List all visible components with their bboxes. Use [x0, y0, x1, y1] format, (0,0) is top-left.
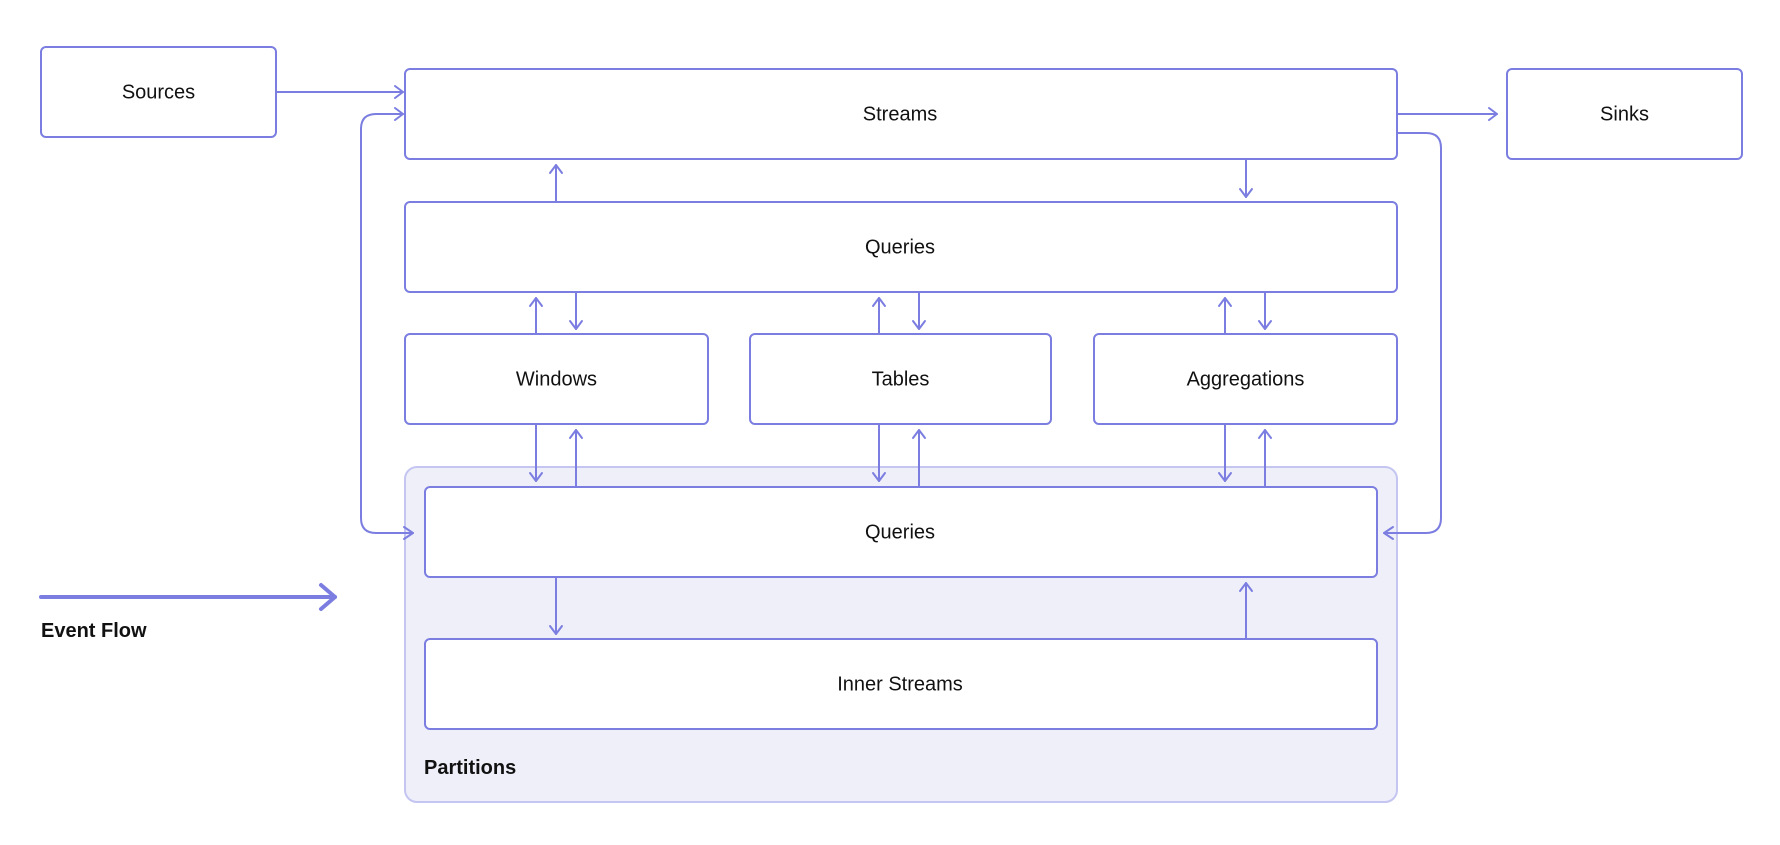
queries-top-node: Queries [404, 201, 1398, 293]
arrow-windows-to-partition-queries [529, 423, 543, 482]
arrow-streams-to-partition [1383, 132, 1442, 540]
windows-node: Windows [404, 333, 709, 425]
event-flow-label: Event Flow [41, 620, 147, 642]
sources-label: Sources [122, 81, 195, 103]
queries-partition-label: Queries [865, 521, 935, 543]
streams-node: Streams [404, 68, 1398, 160]
queries-top-label: Queries [865, 236, 935, 258]
aggregations-node: Aggregations [1093, 333, 1398, 425]
event-flow-legend: Event Flow [39, 583, 337, 642]
arrow-queries-to-tables [912, 291, 926, 330]
aggregations-label: Aggregations [1187, 368, 1305, 390]
tables-label: Tables [872, 368, 930, 390]
arrow-aggregations-to-partition-queries [1218, 423, 1232, 482]
arrow-partition-queries-to-aggregations [1258, 429, 1272, 488]
queries-partition-node: Queries [424, 486, 1378, 578]
arrow-queries-to-aggregations [1258, 291, 1272, 330]
arrow-aggregations-to-queries [1218, 297, 1232, 335]
arrow-partition-queries-to-tables [912, 429, 926, 488]
arrow-streams-to-sinks [1396, 107, 1498, 121]
inner-streams-node: Inner Streams [424, 638, 1378, 730]
sinks-label: Sinks [1600, 103, 1649, 125]
sinks-node: Sinks [1506, 68, 1743, 160]
arrow-partition-to-streams [360, 107, 414, 540]
inner-streams-box [424, 638, 1378, 730]
queries-partition-box [424, 486, 1378, 578]
windows-label: Windows [516, 368, 597, 390]
sources-node: Sources [40, 46, 277, 138]
arrow-tables-to-queries [872, 297, 886, 335]
partitions-label: Partitions [424, 757, 516, 779]
tables-node: Tables [749, 333, 1052, 425]
arrow-partition-queries-to-windows [569, 429, 583, 488]
arrow-sources-to-streams [275, 85, 404, 99]
tables-box [749, 333, 1052, 425]
arrow-streams-to-queries [1239, 158, 1253, 198]
sinks-box [1506, 68, 1743, 160]
arrow-queries-to-windows [569, 291, 583, 330]
windows-box [404, 333, 709, 425]
streams-label: Streams [863, 103, 937, 125]
arrow-queries-to-streams [549, 164, 563, 203]
aggregations-box [1093, 333, 1398, 425]
arrow-tables-to-partition-queries [872, 423, 886, 482]
arrow-windows-to-queries [529, 297, 543, 335]
queries-top-box [404, 201, 1398, 293]
arrow-queries-to-inner-streams [549, 576, 563, 635]
arrow-inner-streams-to-queries [1239, 582, 1253, 640]
inner-streams-label: Inner Streams [837, 673, 963, 695]
